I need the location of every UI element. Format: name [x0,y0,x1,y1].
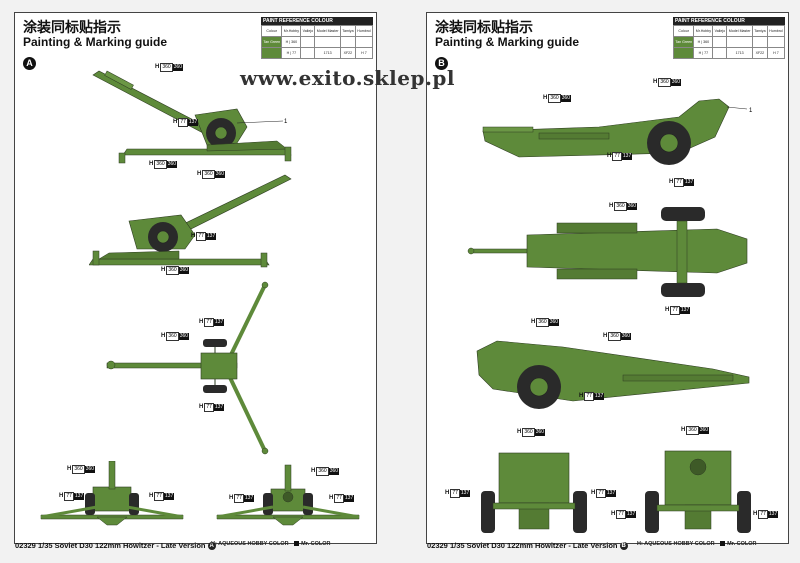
sheet-footer: 02329 1/35 Soviet D30 122mm Howitzer - L… [427,541,628,551]
sheet-title-english: Painting & Marking guide [435,35,580,49]
watermark: www.exito.sklep.pl [240,66,456,90]
instruction-sheet-b: 涂装同标贴指示 Painting & Marking guide B PAINT… [426,12,789,551]
instruction-sheet-a: 涂装同标贴指示 Painting & Marking guide A PAINT… [14,12,377,551]
sheet-footer: 02329 1/35 Soviet D30 122mm Howitzer - L… [15,541,216,551]
howitzer-side-view-left [89,174,292,268]
color-legend: H: AQUEOUS HOBBY COLOR Mr. COLOR [211,541,331,547]
howitzer-side-view-raised: 1 [92,70,292,164]
paint-reference-header: PAINT REFERENCE COLOUR [261,17,373,25]
color-legend: H: AQUEOUS HOBBY COLOR Mr. COLOR [637,541,757,547]
howitzer-front-view-travel [481,452,587,533]
paint-reference-header: PAINT REFERENCE COLOUR [673,17,785,25]
mr-color-icon [720,541,726,547]
howitzer-rear-view [216,464,360,526]
mr-color-icon [294,541,300,547]
part-number-label: 1 [749,108,753,114]
howitzer-front-view [40,461,184,526]
scheme-badge: A [23,57,36,70]
howitzer-side-view-travel-opposite [476,340,750,409]
sheet-title-chinese: 涂装同标贴指示 [23,19,121,35]
part-number-label: 1 [284,119,288,125]
howitzer-top-view [106,281,269,455]
howitzer-rear-view-travel [645,450,751,533]
scheme-badge: B [435,57,448,70]
howitzer-top-view-travel [467,207,748,297]
sheet-title-english: Painting & Marking guide [23,35,168,49]
howitzer-side-view-travel: 1 [482,98,753,165]
sheet-title-chinese: 涂装同标贴指示 [435,19,533,35]
